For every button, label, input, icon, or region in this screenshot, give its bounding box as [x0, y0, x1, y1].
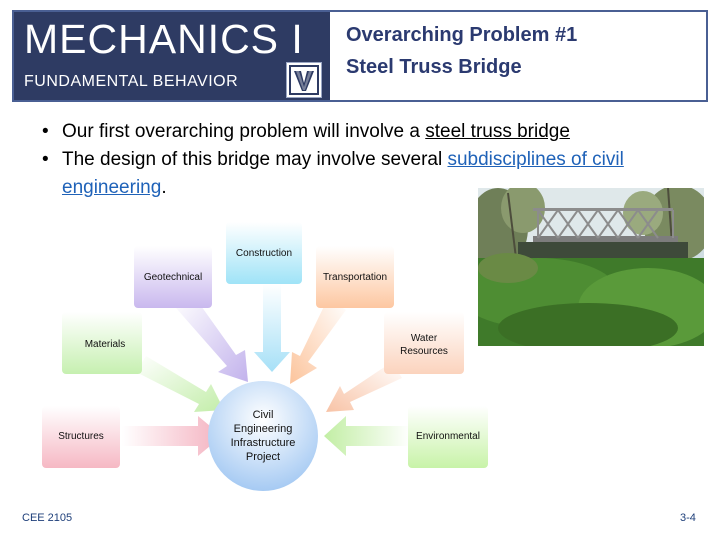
bullet-dot-icon: •: [42, 121, 49, 142]
arrow-transportation: [290, 298, 346, 384]
bullet-item: • The design of this bridge may involve …: [24, 146, 684, 202]
bullet-text: Our first overarching problem will invol…: [62, 121, 426, 142]
node-geotechnical: [134, 246, 212, 308]
node-water-resources: [384, 312, 464, 374]
bridge-photo: [478, 188, 704, 346]
slide-title: Overarching Problem #1: [346, 24, 578, 46]
label-transportation: Transportation: [322, 272, 388, 283]
hub-label: Civil Engineering Infrastructure Project: [230, 409, 296, 463]
arrow-materials: [136, 356, 224, 412]
bullet-text-end: .: [161, 177, 167, 198]
label-materials: Materials: [84, 339, 126, 350]
label-environmental: Environmental: [416, 431, 480, 442]
node-environmental: [408, 406, 488, 468]
node-construction: [226, 222, 302, 284]
course-subtitle: FUNDAMENTAL BEHAVIOR: [24, 73, 239, 90]
label-water-resources: Water Resources: [400, 333, 448, 357]
page-number: 3-4: [680, 512, 696, 524]
course-title: MECHANICS I: [24, 16, 304, 62]
node-materials: [62, 312, 142, 374]
topic-box: Overarching Problem #1 Steel Truss Bridg…: [330, 12, 706, 100]
arrow-water-resources: [326, 362, 402, 412]
bullet-text: The design of this bridge may involve se…: [62, 149, 448, 170]
bullet-dot-icon: •: [42, 149, 49, 170]
course-code: CEE 2105: [22, 512, 73, 524]
hub-circle: [208, 381, 318, 491]
steel-truss-bridge-link[interactable]: steel truss bridge: [425, 121, 570, 142]
arrow-structures: [122, 416, 222, 456]
villanova-v-icon: [286, 62, 322, 98]
arrow-environmental: [324, 416, 410, 456]
course-brand: MECHANICS I FUNDAMENTAL BEHAVIOR: [14, 12, 324, 100]
node-structures: [42, 406, 120, 468]
label-geotechnical: Geotechnical: [143, 272, 203, 283]
label-construction: Construction: [235, 248, 293, 259]
bullet-list: • Our first overarching problem will inv…: [24, 118, 684, 202]
slide-subtitle: Steel Truss Bridge: [346, 56, 522, 78]
arrow-construction: [254, 284, 290, 372]
node-transportation: [316, 246, 394, 308]
subdisciplines-link[interactable]: subdisciplines of civil engineering: [62, 149, 624, 198]
header-banner: MECHANICS I FUNDAMENTAL BEHAVIOR Overarc…: [12, 10, 708, 102]
label-structures: Structures: [58, 431, 104, 442]
bullet-item: • Our first overarching problem will inv…: [24, 118, 684, 146]
arrow-geotechnical: [176, 296, 248, 382]
